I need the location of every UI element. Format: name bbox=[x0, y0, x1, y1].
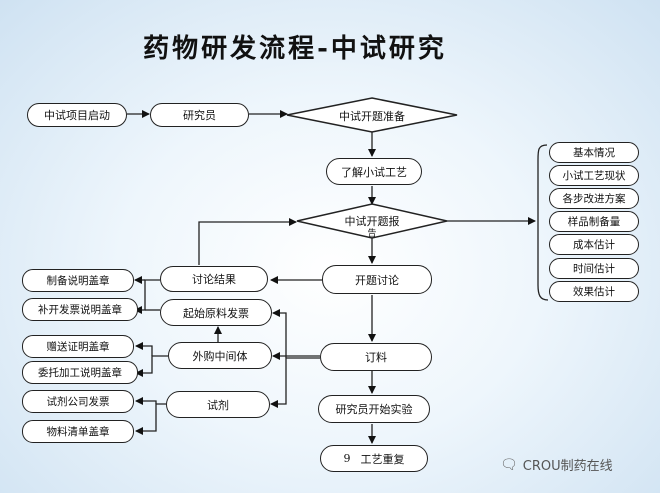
wechat-icon: 🗨 bbox=[500, 456, 518, 473]
report-decision-diamond bbox=[296, 203, 448, 239]
watermark-text: CROU制药在线 bbox=[522, 459, 613, 474]
node-start-material-invoice: 起始原料发票 bbox=[160, 299, 272, 326]
repeat-label: 工艺重复 bbox=[360, 452, 405, 466]
prep-decision-diamond bbox=[286, 97, 458, 133]
watermark: 🗨 CROU制药在线 bbox=[500, 455, 613, 475]
node-order-material: 订料 bbox=[320, 343, 432, 371]
page-title: 药物研发流程-中试研究 bbox=[143, 34, 447, 64]
document-item: 物料清单盖章 bbox=[22, 420, 134, 443]
report-item: 效果估计 bbox=[549, 281, 639, 302]
report-item: 样品制备量 bbox=[549, 211, 639, 232]
repeat-number: 9 bbox=[343, 452, 351, 465]
label-report-decision: 中试开题报 bbox=[344, 215, 400, 228]
document-item: 补开发票说明盖章 bbox=[22, 298, 138, 321]
node-discussion: 开题讨论 bbox=[322, 265, 432, 294]
node-project-start: 中试项目启动 bbox=[27, 103, 127, 127]
node-reagent: 试剂 bbox=[166, 391, 270, 418]
node-researcher-start-experiment: 研究员开始实验 bbox=[318, 395, 430, 423]
node-purchase-intermediate: 外购中间体 bbox=[168, 342, 272, 369]
report-item: 基本情况 bbox=[549, 142, 639, 163]
node-process-repeat: 9 工艺重复 bbox=[320, 445, 428, 472]
label-report-decision-mark: 告 bbox=[367, 229, 377, 239]
node-researcher: 研究员 bbox=[150, 103, 249, 127]
document-item: 赠送证明盖章 bbox=[22, 335, 134, 358]
document-item: 试剂公司发票 bbox=[22, 390, 134, 413]
node-discussion-result: 讨论结果 bbox=[160, 266, 268, 292]
document-item: 委托加工说明盖章 bbox=[22, 361, 138, 384]
report-item: 时间估计 bbox=[549, 258, 639, 279]
report-item: 各步改进方案 bbox=[549, 188, 639, 209]
report-item: 小试工艺现状 bbox=[549, 165, 639, 186]
document-item: 制备说明盖章 bbox=[22, 269, 134, 292]
node-understand-small-process: 了解小试工艺 bbox=[326, 158, 422, 185]
label-prep-decision: 中试开题准备 bbox=[339, 110, 405, 123]
report-item: 成本估计 bbox=[549, 234, 639, 255]
